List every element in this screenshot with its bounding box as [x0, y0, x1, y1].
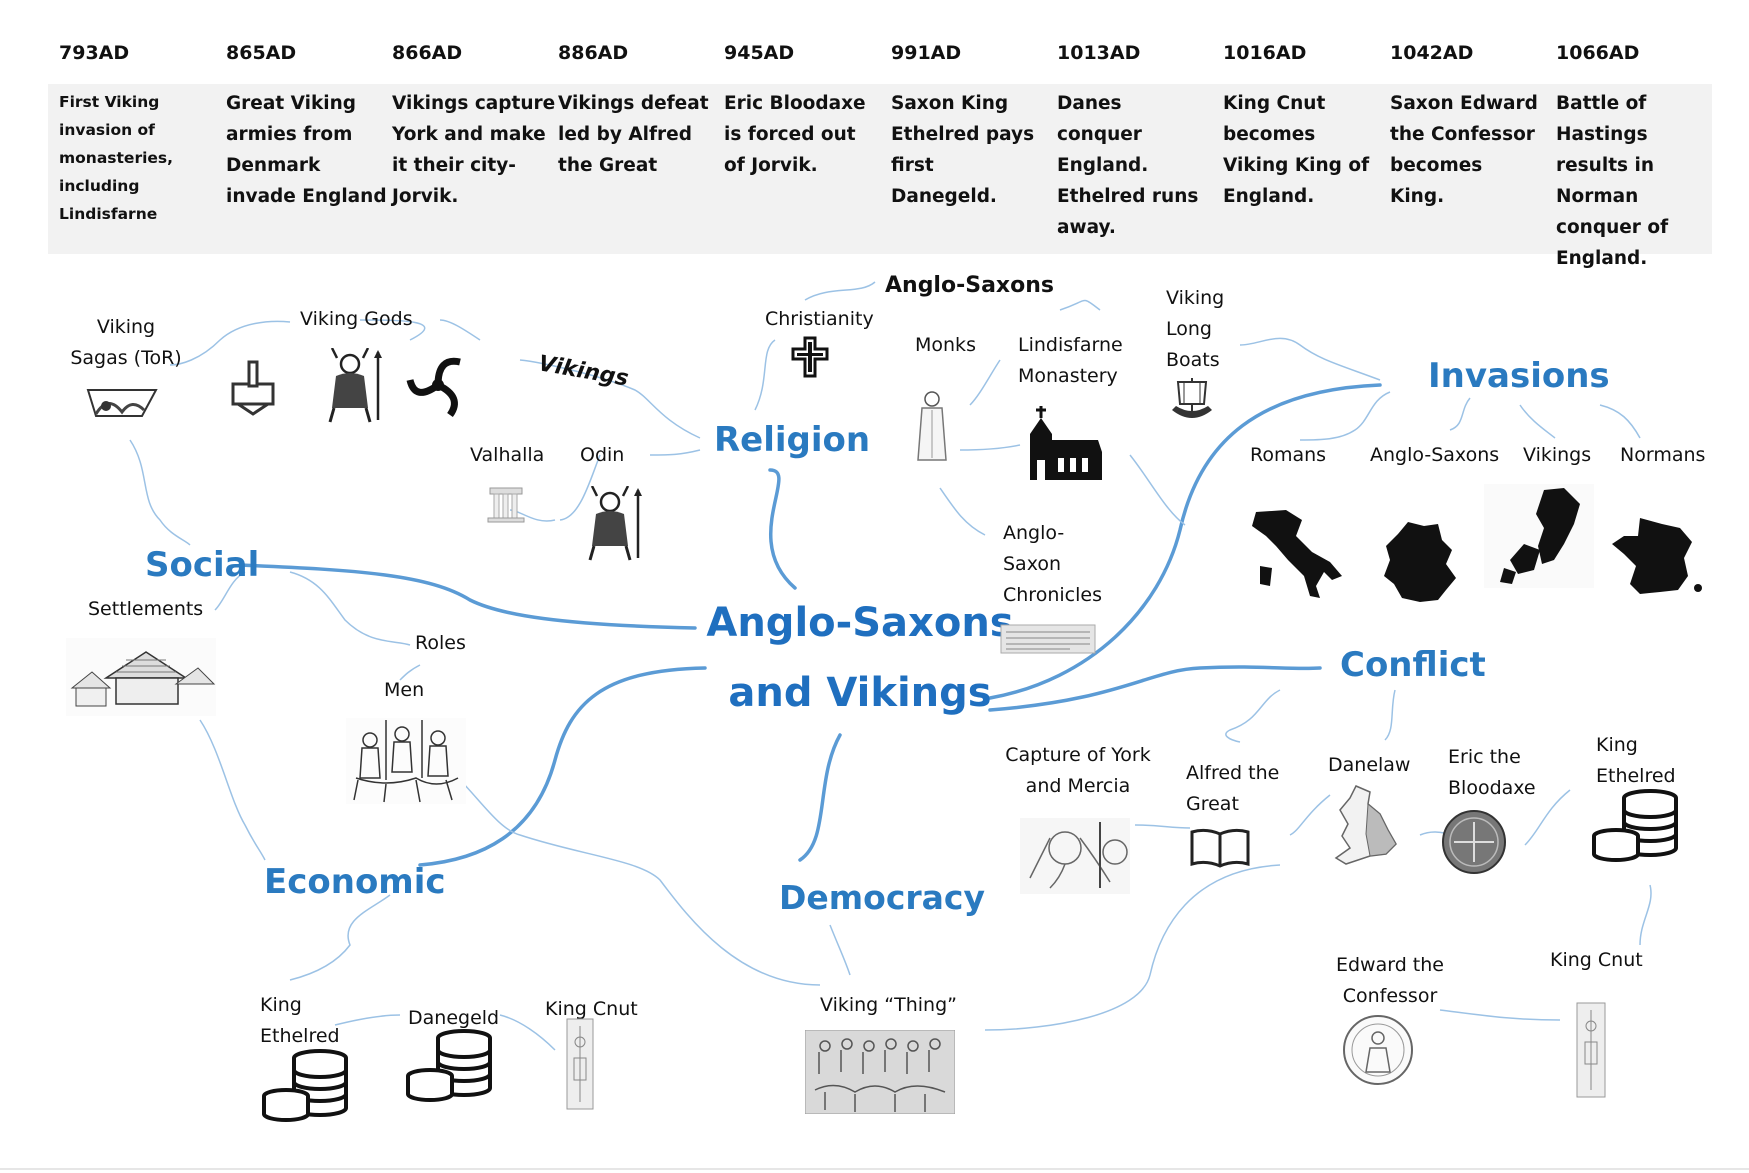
label-odin: Odin — [580, 444, 625, 466]
cross-icon — [791, 336, 829, 378]
label-vikings-invasion: Vikings — [1523, 444, 1592, 466]
branch-invasions — [988, 383, 1382, 700]
timeline-event: Battle of Hastings results in Norman con… — [1556, 93, 1669, 269]
timeline-event: Danes conquer England. Ethelred runs awa… — [1057, 93, 1199, 238]
church-icon — [1030, 406, 1102, 480]
category-social: Social — [145, 545, 260, 585]
timeline-date: 991AD — [891, 42, 962, 64]
branch-economic — [418, 666, 707, 867]
viking-ship-icon — [1172, 378, 1212, 418]
scandinavia-map-icon — [1484, 484, 1594, 588]
timeline-event: Vikings defeat led by Alfred the Great — [558, 93, 709, 176]
label-danelaw: Danelaw — [1328, 754, 1411, 776]
timeline-event: King Cnut becomes Viking King of England… — [1223, 93, 1370, 207]
center-title-line1: Anglo-Saxons — [706, 600, 1014, 646]
seal-icon — [1343, 1015, 1413, 1085]
label-king-ethelred: King Ethelred — [260, 994, 340, 1047]
label-viking-sagas: Viking Sagas (ToR) — [70, 316, 182, 369]
page-divider — [0, 1168, 1749, 1170]
triskelion-icon — [406, 357, 461, 418]
coin-stack-icon — [262, 1049, 348, 1122]
germany-map-icon — [1384, 522, 1456, 602]
branch-religion — [768, 468, 797, 590]
italy-map-icon — [1252, 510, 1342, 598]
label-king-cnut: King Cnut — [545, 998, 638, 1020]
label-anglo-saxons-invasion: Anglo-Saxons — [1370, 444, 1500, 466]
category-religion: Religion — [714, 420, 871, 460]
cnut-carving-icon — [566, 1018, 594, 1110]
monk-icon — [917, 391, 947, 461]
category-democracy: Democracy — [779, 878, 986, 917]
category-invasions: Invasions — [1428, 356, 1610, 396]
label-capture-york: Capture of York and Mercia — [1005, 744, 1151, 797]
manuscript-icon — [1000, 624, 1096, 654]
danelaw-map-icon — [1334, 785, 1397, 865]
coin-stack-icon — [406, 1029, 492, 1102]
timeline-date: 945AD — [724, 42, 795, 64]
label-viking-thing: Viking “Thing” — [820, 994, 957, 1016]
center-title-line2: and Vikings — [728, 670, 992, 716]
france-map-icon — [1612, 518, 1702, 594]
label-normans: Normans — [1620, 444, 1706, 466]
timeline-event: Saxon King Ethelred pays first Danegeld. — [891, 93, 1035, 207]
branch-conflict — [988, 665, 1322, 712]
label-roles: Roles — [415, 632, 466, 654]
book-icon — [1190, 828, 1250, 868]
label-long-boats: Viking Long Boats — [1166, 287, 1225, 371]
timeline-date: 1013AD — [1057, 42, 1141, 64]
timeline-event: Vikings capture York and make it their c… — [392, 93, 556, 207]
label-alfred: Alfred the Great — [1186, 762, 1280, 815]
timeline-date: 1066AD — [1556, 42, 1640, 64]
label-chronicles: Anglo-Saxon Chronicles — [1003, 522, 1102, 606]
cnut-carving-icon — [1576, 1002, 1606, 1098]
odin-warrior-icon — [588, 486, 642, 561]
timeline-event: Saxon Edward the Confessor becomes King. — [1390, 93, 1538, 207]
odin-warrior-icon — [328, 348, 382, 423]
label-christianity: Christianity — [765, 308, 874, 330]
timeline-event: Eric Bloodaxe is forced out of Jorvik. — [724, 93, 866, 176]
thor-hammer-icon — [231, 360, 275, 416]
label-settlements: Settlements — [88, 598, 204, 620]
label-monks: Monks — [915, 334, 976, 356]
center-topic: Anglo-Saxons and Vikings — [690, 588, 1030, 728]
timeline-event: Great Viking armies from Denmark invade … — [226, 93, 387, 207]
category-economic: Economic — [264, 862, 446, 902]
category-conflict: Conflict — [1340, 645, 1486, 685]
warrior-portrait-icon — [1020, 818, 1130, 894]
timeline-date: 866AD — [392, 42, 463, 64]
timeline-event: First Viking invasion of monasteries, in… — [59, 93, 174, 223]
timeline-date: 865AD — [226, 42, 297, 64]
thing-carving-icon — [805, 1030, 955, 1114]
branch-democracy — [798, 733, 842, 862]
label-lindisfarne: Lindisfarne Monastery — [1018, 334, 1123, 387]
coin-stack-icon — [1592, 789, 1678, 862]
coin-icon — [1442, 810, 1506, 874]
label-eric-bloodaxe: Eric the Bloodaxe — [1448, 746, 1536, 799]
label-romans: Romans — [1250, 444, 1327, 466]
label-danegeld: Danegeld — [408, 1007, 500, 1029]
branch-social — [238, 563, 697, 630]
timeline-date: 886AD — [558, 42, 629, 64]
label-edward: Edward the Confessor — [1335, 954, 1444, 1007]
label-valhalla: Valhalla — [470, 444, 545, 466]
temple-icon — [487, 487, 525, 523]
longship-drawing-icon — [86, 389, 158, 417]
timeline-date: 793AD — [59, 42, 130, 64]
timeline-date: 1016AD — [1223, 42, 1307, 64]
label-men: Men — [384, 679, 425, 701]
label-viking-gods: Viking Gods — [300, 308, 413, 330]
settlement-sketch-icon — [66, 638, 216, 716]
warriors-sketch-icon — [346, 718, 466, 804]
timeline-band — [48, 84, 1712, 254]
label-anglo-saxons: Anglo-Saxons — [885, 273, 1054, 298]
label-king-cnut-conflict: King Cnut — [1550, 949, 1643, 971]
label-king-ethelred-conflict: King Ethelred — [1596, 734, 1676, 787]
timeline-date: 1042AD — [1390, 42, 1474, 64]
